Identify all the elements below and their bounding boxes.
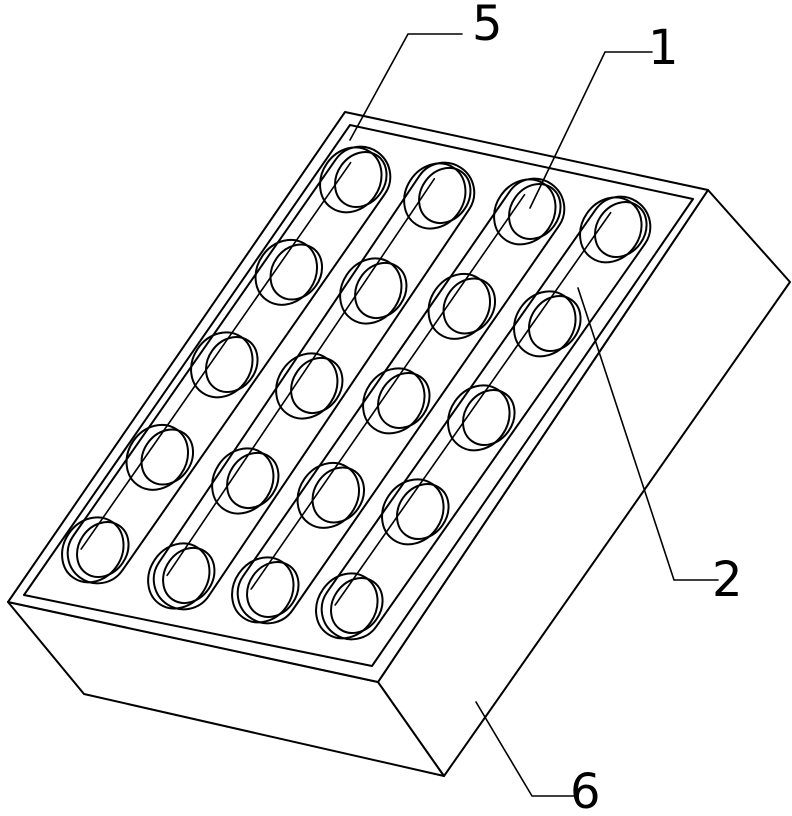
roller-top bbox=[76, 521, 130, 578]
inner-frame bbox=[23, 124, 694, 667]
roller bbox=[362, 367, 431, 435]
roller bbox=[427, 272, 497, 340]
roller bbox=[339, 257, 408, 325]
track-inner-line bbox=[334, 211, 612, 606]
roller-top bbox=[354, 261, 408, 319]
roller-top bbox=[396, 483, 450, 540]
roller-top bbox=[334, 151, 388, 208]
roller-top bbox=[418, 166, 472, 224]
block-top-face bbox=[7, 111, 709, 683]
track-row bbox=[315, 195, 652, 641]
callout-label-5: 5 bbox=[472, 0, 503, 52]
roller bbox=[296, 461, 366, 529]
leader-line-6 bbox=[475, 701, 575, 797]
track-inner-line bbox=[80, 161, 352, 550]
leader-line-5 bbox=[349, 33, 463, 141]
roller bbox=[513, 290, 582, 358]
track-row bbox=[231, 177, 566, 625]
leader-lines bbox=[349, 33, 719, 797]
roller bbox=[403, 162, 472, 230]
roller bbox=[493, 178, 562, 246]
leader-line-1 bbox=[529, 51, 653, 209]
roller-top bbox=[508, 183, 562, 240]
track-group bbox=[61, 145, 652, 641]
roller bbox=[254, 238, 324, 306]
roller-top bbox=[594, 201, 648, 258]
roller-top bbox=[140, 428, 195, 486]
roller-top bbox=[162, 546, 216, 604]
roller bbox=[190, 331, 259, 399]
callout-label-2: 2 bbox=[712, 552, 743, 608]
leader-line-2 bbox=[577, 287, 719, 581]
roller-top bbox=[226, 451, 280, 509]
roller-top bbox=[377, 372, 431, 429]
roller-top bbox=[311, 466, 366, 524]
roller-top bbox=[269, 243, 324, 301]
roller bbox=[125, 423, 195, 491]
roller bbox=[211, 447, 280, 515]
roller bbox=[579, 196, 648, 264]
roller-top bbox=[205, 336, 259, 393]
track-row bbox=[61, 145, 392, 585]
roller-top bbox=[290, 356, 344, 414]
roller-top bbox=[528, 295, 582, 352]
roller-top bbox=[246, 561, 300, 618]
roller bbox=[231, 556, 300, 624]
track-row bbox=[147, 161, 476, 611]
roller bbox=[381, 478, 450, 546]
callout-label-6: 6 bbox=[570, 764, 601, 816]
roller-top bbox=[462, 389, 516, 446]
track-rail bbox=[152, 161, 476, 611]
roller bbox=[147, 542, 216, 610]
roller bbox=[319, 146, 388, 214]
callout-label-1: 1 bbox=[648, 20, 679, 76]
roller-top bbox=[442, 277, 497, 335]
track-inner-line bbox=[166, 177, 436, 577]
roller bbox=[275, 352, 344, 420]
track-rail bbox=[236, 177, 566, 625]
track-rail bbox=[320, 195, 652, 641]
track-inner-line bbox=[250, 193, 526, 590]
roller bbox=[61, 516, 130, 584]
